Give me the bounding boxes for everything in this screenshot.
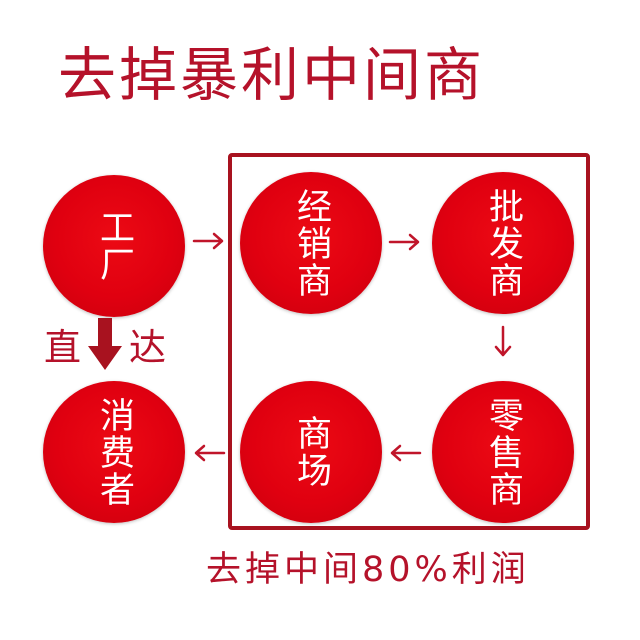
node-factory-label: 工厂 [94, 209, 134, 283]
node-consumer-label: 消费者 [94, 396, 134, 508]
arrow-right-icon [388, 233, 420, 251]
node-factory: 工厂 [43, 175, 185, 317]
arrow-right-icon [192, 232, 224, 250]
bottom-caption: 去掉中间80%利润 [206, 550, 530, 590]
node-retailer: 零售商 [432, 381, 574, 523]
node-wholesaler-label: 批发商 [483, 187, 523, 299]
thick-down-arrow-icon [88, 318, 122, 370]
arrow-down-icon [494, 325, 512, 357]
node-mall: 商场 [240, 381, 382, 523]
direct-label-left: 直 [44, 326, 81, 369]
node-wholesaler: 批发商 [432, 172, 574, 314]
middlemen-frame [228, 153, 590, 530]
node-distributor: 经销商 [240, 172, 382, 314]
direct-delivery: 直 达 [44, 314, 184, 374]
arrow-left-icon [194, 444, 226, 462]
node-retailer-label: 零售商 [483, 396, 523, 508]
diagram-title: 去掉暴利中间商 [58, 41, 486, 109]
direct-label-right: 达 [129, 326, 166, 369]
node-consumer: 消费者 [43, 381, 185, 523]
node-distributor-label: 经销商 [291, 187, 331, 299]
node-mall-label: 商场 [291, 415, 331, 489]
arrow-left-icon [390, 444, 422, 462]
